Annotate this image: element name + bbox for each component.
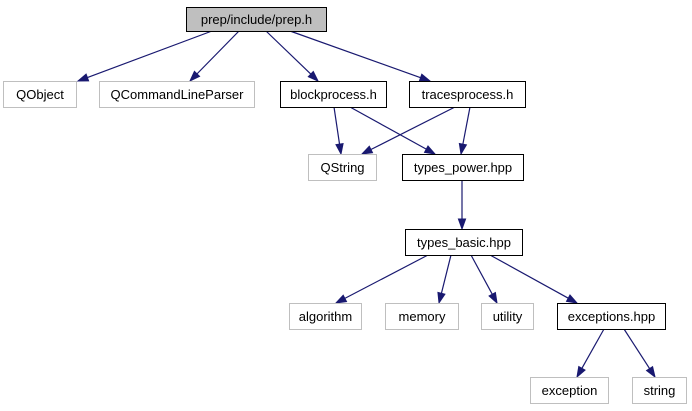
- arrowhead: [360, 145, 374, 155]
- node-box: [3, 81, 77, 108]
- node-label: exceptions.hpp: [568, 309, 655, 324]
- arrowhead: [76, 73, 90, 82]
- node-box: [385, 303, 459, 330]
- node-box[interactable]: [280, 81, 387, 108]
- node-qobject: QObject: [3, 81, 77, 108]
- edge-line: [349, 106, 427, 150]
- arrowhead: [418, 73, 432, 82]
- edge-exceptions_hpp-to-exception: [576, 328, 605, 379]
- edge-blockprocess_h-to-types_power_hpp: [349, 106, 437, 155]
- edge-line: [289, 30, 421, 79]
- node-label: tracesprocess.h: [422, 87, 514, 102]
- node-box: [530, 377, 609, 404]
- edge-types_basic_hpp-to-exceptions_hpp: [489, 254, 579, 304]
- node-algorithm: algorithm: [289, 303, 362, 330]
- node-label: types_power.hpp: [414, 160, 512, 175]
- node-box: [308, 154, 377, 181]
- node-box: [632, 377, 687, 404]
- node-label: memory: [399, 309, 446, 324]
- edge-line: [344, 254, 429, 299]
- node-label: exception: [542, 383, 598, 398]
- node-box: [186, 7, 327, 32]
- edge-prep_h-to-qcmdparser: [188, 30, 240, 83]
- node-label: utility: [493, 309, 523, 324]
- node-label: string: [644, 383, 676, 398]
- node-label: algorithm: [299, 309, 352, 324]
- node-qstring: QString: [308, 154, 377, 181]
- edge-line: [333, 106, 341, 145]
- edge-line: [440, 254, 452, 294]
- edge-types_power_hpp-to-types_basic_hpp: [457, 180, 467, 231]
- node-box: [289, 303, 362, 330]
- node-label: QString: [320, 160, 364, 175]
- edge-line: [87, 30, 213, 79]
- edge-tracesprocess_h-to-qstring: [360, 106, 456, 155]
- node-box: [99, 81, 255, 108]
- edge-line: [489, 254, 569, 299]
- node-prep-h: prep/include/prep.h: [186, 7, 327, 32]
- arrowhead: [423, 145, 437, 155]
- node-box[interactable]: [405, 229, 523, 256]
- edge-prep_h-to-qobject: [76, 30, 213, 82]
- edge-types_basic_hpp-to-utility: [470, 254, 498, 305]
- node-memory: memory: [385, 303, 459, 330]
- arrowhead: [307, 70, 320, 83]
- node-label: QObject: [16, 87, 64, 102]
- edge-line: [623, 328, 651, 369]
- node-box[interactable]: [409, 81, 526, 108]
- edge-line: [462, 106, 471, 145]
- edge-blockprocess_h-to-qstring: [333, 106, 344, 156]
- arrowhead: [437, 291, 446, 305]
- edge-prep_h-to-blockprocess_h: [265, 30, 320, 83]
- node-utility: utility: [481, 303, 534, 330]
- node-exception: exception: [530, 377, 609, 404]
- edge-exceptions_hpp-to-string: [623, 328, 656, 379]
- node-string: string: [632, 377, 687, 404]
- arrowhead: [488, 291, 498, 305]
- edge-line: [581, 328, 605, 369]
- arrowhead: [334, 294, 348, 304]
- node-blockprocess-h[interactable]: blockprocess.h: [280, 81, 387, 108]
- node-box[interactable]: [402, 154, 524, 181]
- edge-types_basic_hpp-to-algorithm: [334, 254, 429, 304]
- edge-tracesprocess_h-to-types_power_hpp: [458, 106, 471, 156]
- node-label: blockprocess.h: [290, 87, 377, 102]
- edge-line: [370, 106, 456, 151]
- edge-line: [470, 254, 493, 295]
- arrowhead: [335, 142, 344, 156]
- node-types-power-hpp[interactable]: types_power.hpp: [402, 154, 524, 181]
- node-box: [481, 303, 534, 330]
- arrowhead: [458, 142, 468, 156]
- node-tracesprocess-h[interactable]: tracesprocess.h: [409, 81, 526, 108]
- arrowhead: [565, 294, 579, 304]
- node-label: types_basic.hpp: [417, 235, 511, 250]
- arrowhead: [645, 365, 656, 379]
- edge-line: [196, 30, 240, 75]
- edge-line: [265, 30, 312, 75]
- edge-types_basic_hpp-to-memory: [437, 254, 452, 305]
- node-box[interactable]: [557, 303, 666, 330]
- node-label: QCommandLineParser: [111, 87, 245, 102]
- node-qcmdparser: QCommandLineParser: [99, 81, 255, 108]
- arrowhead: [188, 70, 201, 83]
- arrowhead: [576, 365, 586, 379]
- node-types-basic-hpp[interactable]: types_basic.hpp: [405, 229, 523, 256]
- node-label: prep/include/prep.h: [201, 12, 312, 27]
- arrowhead: [457, 218, 467, 231]
- node-exceptions-hpp[interactable]: exceptions.hpp: [557, 303, 666, 330]
